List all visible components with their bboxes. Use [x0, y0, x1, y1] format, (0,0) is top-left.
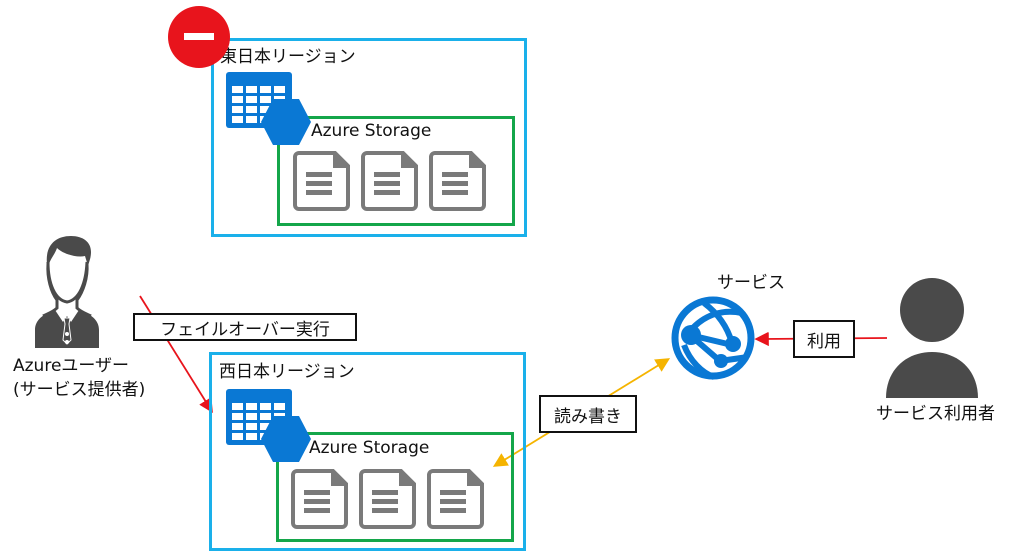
azure-user-label-line2: (サービス提供者) [13, 380, 146, 400]
west-storage-label: Azure Storage [309, 438, 430, 458]
west-region-label: 西日本リージョン [219, 362, 355, 382]
document-icon [429, 151, 486, 211]
document-icon [361, 151, 418, 211]
west-storage-box [276, 432, 514, 542]
hexagon-icon [261, 416, 311, 462]
west-region-box [209, 352, 526, 551]
document-icon [427, 469, 484, 529]
read-write-callout: 読み書き [539, 395, 637, 433]
east-region-box [211, 38, 527, 237]
use-callout: 利用 [793, 320, 855, 358]
minus-circle-icon [168, 6, 230, 68]
document-icon [359, 469, 416, 529]
east-storage-box [277, 116, 515, 226]
failover-callout: フェイルオーバー実行 [133, 313, 357, 341]
east-region-label: 東日本リージョン [220, 47, 356, 67]
hexagon-icon [261, 99, 311, 145]
azure-user-label-line1: Azureユーザー [13, 356, 130, 376]
person-icon [886, 278, 978, 398]
east-storage-label: Azure Storage [311, 121, 432, 141]
east-documents [293, 150, 493, 214]
west-documents [291, 468, 491, 532]
document-icon [291, 469, 348, 529]
service-user-label: サービス利用者 [876, 404, 995, 424]
business-person-icon [35, 236, 99, 348]
service-label: サービス [717, 273, 785, 293]
azure-table-icon [226, 389, 292, 445]
document-icon [293, 151, 350, 211]
web-app-globe-icon [671, 296, 755, 380]
